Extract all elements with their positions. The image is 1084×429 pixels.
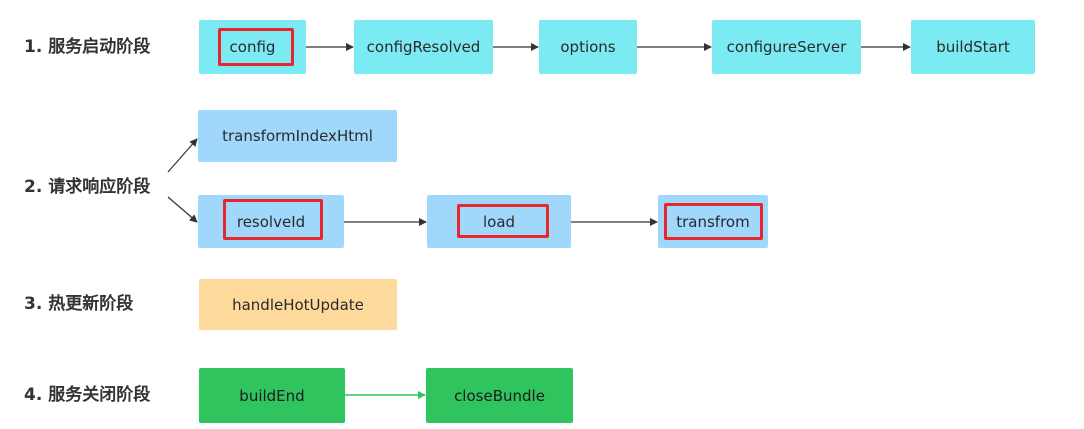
node-config-label: config	[229, 38, 276, 56]
node-configureserver-label: configureServer	[726, 38, 847, 56]
highlight-resolveid	[223, 199, 323, 240]
node-transformindexhtml-label: transformIndexHtml	[222, 127, 373, 145]
node-handlehotupdate-label: handleHotUpdate	[232, 295, 364, 314]
node-load-label: load	[482, 212, 516, 231]
node-configresolved: configResolved	[354, 20, 493, 74]
node-configresolved-label: configResolved	[366, 38, 481, 56]
highlight-config	[218, 28, 294, 66]
node-buildstart: buildStart	[911, 20, 1035, 74]
node-closebundle: closeBundle	[426, 368, 573, 423]
node-resolveid-label: resolveId	[236, 212, 306, 231]
arrow-phase2-resolveid	[167, 196, 198, 223]
phase-shutdown-label: 4. 服务关闭阶段	[24, 385, 151, 405]
node-buildend: buildEnd	[199, 368, 345, 423]
highlight-load	[457, 204, 549, 238]
phase-startup-label: 1. 服务启动阶段	[24, 37, 151, 57]
arrow-phase2-transformindexhtml	[167, 138, 198, 173]
node-options: options	[539, 20, 637, 74]
node-configureserver: configureServer	[712, 20, 861, 74]
phase-hotupdate-label: 3. 热更新阶段	[24, 294, 134, 314]
phase-request-label: 2. 请求响应阶段	[24, 177, 151, 197]
node-handlehotupdate: handleHotUpdate	[199, 279, 397, 330]
node-closebundle-label: closeBundle	[454, 386, 545, 405]
node-transfrom-label: transfrom	[676, 212, 750, 231]
node-buildend-label: buildEnd	[239, 386, 305, 405]
highlight-transfrom	[664, 203, 763, 240]
node-transformindexhtml: transformIndexHtml	[198, 110, 397, 162]
node-options-label: options	[560, 38, 616, 56]
node-buildstart-label: buildStart	[936, 38, 1010, 56]
